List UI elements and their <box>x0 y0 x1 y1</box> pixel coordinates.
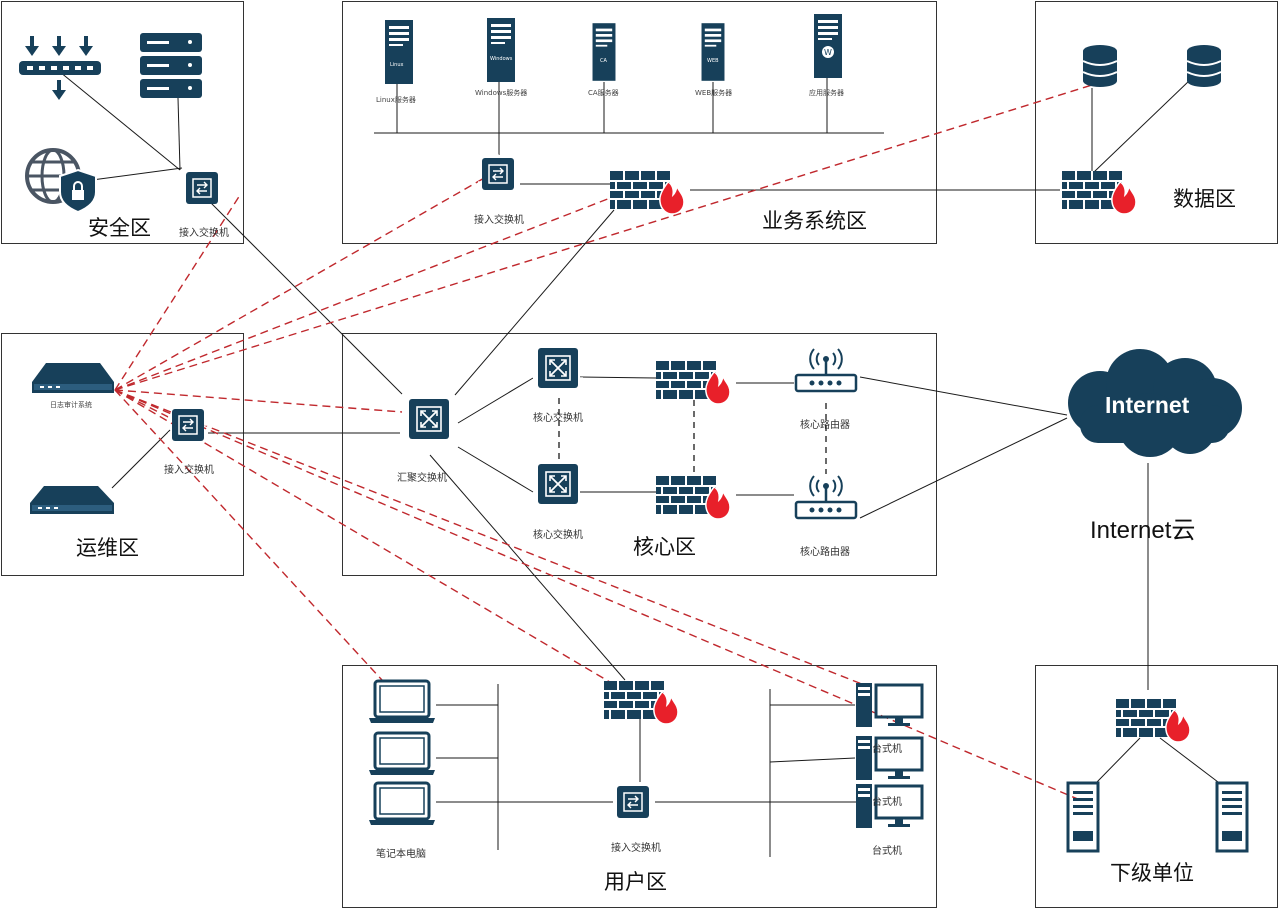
internet-zone-title: Internet云 <box>1090 517 1196 544</box>
core-firewall-icon-2 <box>655 475 731 520</box>
windows-server-icon <box>487 18 515 82</box>
internet-cloud-label: Internet <box>1105 392 1190 418</box>
core-switch-label-2: 核心交换机 <box>533 530 583 541</box>
laptop-label: 笔记本电脑 <box>376 849 426 860</box>
subordinate-server-icon-2 <box>1215 781 1249 853</box>
business-access-switch-label: 接入交换机 <box>474 215 524 226</box>
core-zone-title: 核心区 <box>633 535 696 559</box>
ips-icon <box>19 36 101 100</box>
data-zone-box <box>1035 1 1278 244</box>
desktop-label-1: 台式机 <box>872 744 902 755</box>
business-zone-title: 业务系统区 <box>762 209 867 233</box>
subordinate-server-icon-1 <box>1066 781 1100 853</box>
user-firewall-icon <box>603 680 679 725</box>
aggregation-switch-icon <box>403 393 455 445</box>
redundancy-links <box>558 398 827 474</box>
subordinate-zone-title: 下级单位 <box>1110 861 1194 885</box>
windows-server-face: Windows <box>490 56 513 62</box>
database-icon-1 <box>1082 44 1118 88</box>
svg-text:W: W <box>824 48 832 57</box>
windows-server-label: Windows服务器 <box>475 89 528 97</box>
app-server-icon: W <box>814 14 842 78</box>
ops-zone-box <box>1 333 244 576</box>
server-stack-icon <box>140 33 202 98</box>
core-router-label-1: 核心路由器 <box>800 420 850 431</box>
core-router-icon-1 <box>794 347 858 393</box>
core-zone-box <box>342 333 937 576</box>
solid-links <box>59 71 1219 857</box>
core-switch-icon-1 <box>532 342 584 394</box>
user-access-switch-icon <box>612 781 654 823</box>
business-firewall-icon <box>609 170 685 215</box>
ops-zone-title: 运维区 <box>76 536 139 560</box>
core-router-label-2: 核心路由器 <box>800 547 850 558</box>
security-zone-box <box>1 1 244 244</box>
desktop-icon-1 <box>854 681 924 729</box>
laptop-icon-2 <box>367 731 437 777</box>
business-access-switch-icon <box>477 153 519 195</box>
data-zone-title: 数据区 <box>1173 187 1236 211</box>
web-server-icon <box>701 23 725 81</box>
ca-server-label: CA服务器 <box>588 89 619 97</box>
business-zone-box <box>342 1 937 244</box>
security-access-switch-icon <box>181 167 223 209</box>
internet-cloud-icon <box>1068 349 1242 457</box>
ca-server-face: CA <box>600 58 607 64</box>
security-zone-title: 安全区 <box>88 216 151 240</box>
security-access-switch-label: 接入交换机 <box>179 228 229 239</box>
aggregation-switch-label: 汇聚交换机 <box>397 473 447 484</box>
log-audit-appliance-icon <box>32 363 114 393</box>
core-firewall-icon-1 <box>655 360 731 405</box>
core-switch-label-1: 核心交换机 <box>533 413 583 424</box>
linux-server-icon <box>385 20 413 84</box>
core-switch-icon-2 <box>532 458 584 510</box>
management-links <box>114 84 1093 801</box>
user-zone-title: 用户区 <box>604 870 667 894</box>
linux-server-label: Linux服务器 <box>376 96 416 104</box>
ops-access-switch-icon <box>167 404 209 446</box>
database-icon-2 <box>1186 44 1222 88</box>
subordinate-firewall-icon <box>1115 698 1191 743</box>
user-zone-box <box>342 665 937 908</box>
ca-server-icon <box>592 23 616 81</box>
log-audit-label: 日志审计系统 <box>50 401 92 409</box>
data-firewall-icon <box>1061 170 1137 215</box>
laptop-icon-1 <box>367 679 437 725</box>
linux-server-face: Linux <box>390 62 404 68</box>
desktop-label-2: 台式机 <box>872 797 902 808</box>
user-access-switch-label: 接入交换机 <box>611 843 661 854</box>
ops-access-switch-label: 接入交换机 <box>164 465 214 476</box>
desktop-label-3: 台式机 <box>872 846 902 857</box>
laptop-icon-3 <box>367 781 437 827</box>
web-server-face: WEB <box>707 58 719 64</box>
app-server-label: 应用服务器 <box>809 89 844 97</box>
web-server-label: WEB服务器 <box>695 89 733 97</box>
core-router-icon-2 <box>794 474 858 520</box>
subordinate-zone-box <box>1035 665 1278 908</box>
globe-shield-icon <box>25 148 97 214</box>
ops-appliance-icon <box>30 486 114 514</box>
